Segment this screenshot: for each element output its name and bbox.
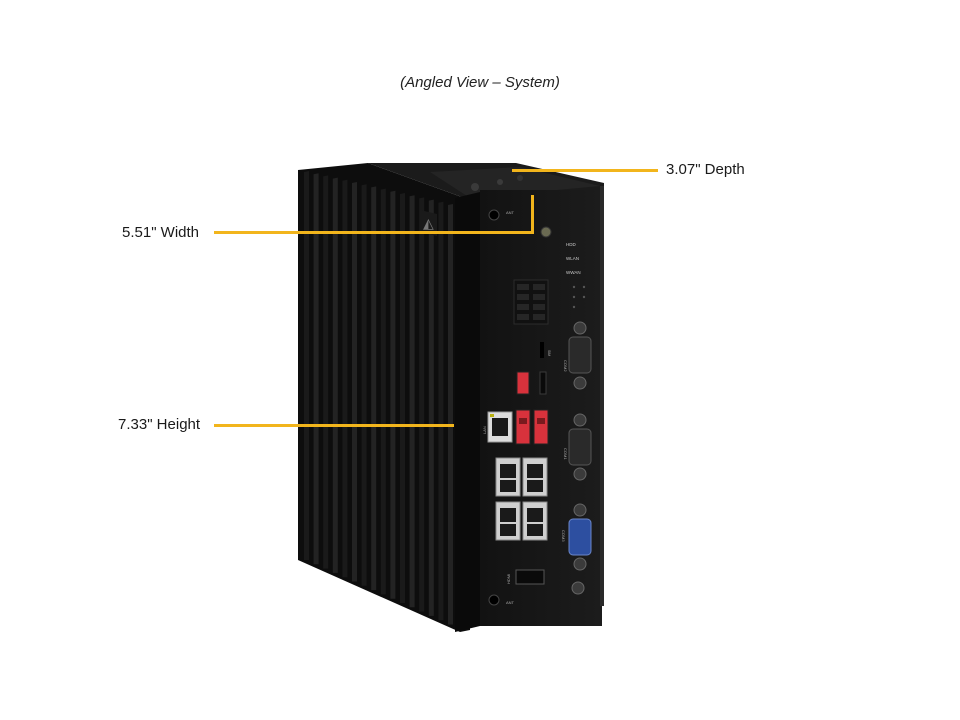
heatsink-fin <box>438 201 444 621</box>
heatsink-fin <box>361 184 367 586</box>
heatsink-fin <box>380 188 386 595</box>
heatsink-fin <box>313 173 319 565</box>
heatsink-fin <box>323 175 329 569</box>
heatsink-fin <box>304 171 309 560</box>
led-label-wwan: WWAN <box>566 270 581 275</box>
heatsink-fin <box>332 177 338 573</box>
led-label-wlan: WLAN <box>566 256 579 261</box>
heatsink-fin <box>409 195 415 608</box>
heatsink-fin <box>342 179 348 578</box>
hdmi-port <box>515 569 545 585</box>
logo-mark: ◭ <box>423 216 434 232</box>
width-leader-tick <box>531 195 534 233</box>
usb-c-port <box>539 371 547 395</box>
com3-port <box>568 518 592 556</box>
heatsink-fin <box>448 204 453 625</box>
ant-bottom-label: ANT <box>506 600 515 605</box>
usb-port-red-3 <box>533 409 549 445</box>
usb-port-red-2 <box>515 409 531 445</box>
ant-top-label: ANT <box>506 210 515 215</box>
depth-label: 3.07" Depth <box>666 161 745 178</box>
lan-label: LAN <box>482 426 487 434</box>
height-leader-line <box>214 424 454 427</box>
usb-port-red-1 <box>516 371 530 395</box>
depth-leader-line <box>512 169 658 172</box>
poe-lan-ports <box>495 457 548 541</box>
heatsink-fin <box>352 182 357 582</box>
width-label: 5.51" Width <box>122 224 200 241</box>
view-caption: (Angled View – System) <box>400 74 560 91</box>
com1-label: COM1 <box>563 448 568 460</box>
antenna-bottom-hole <box>488 594 500 606</box>
led-label-hdd: HDD <box>566 242 576 247</box>
heatsink-side <box>298 163 470 632</box>
width-leader-line <box>214 231 534 234</box>
front-edge <box>455 192 480 632</box>
com3-label: COM3 <box>561 530 566 542</box>
height-label: 7.33" Height <box>118 416 201 433</box>
com2-label: COM2 <box>563 360 568 372</box>
sim-label: SIM <box>547 350 551 356</box>
ground-screw <box>540 226 552 238</box>
hdmi-label: HDMI <box>506 574 511 584</box>
heatsink-fin <box>428 199 434 616</box>
com2-port <box>568 336 592 374</box>
heatsink-fin <box>390 190 396 599</box>
com1-port <box>568 428 592 466</box>
heatsink-fin <box>371 186 377 591</box>
heatsink-fin <box>400 193 405 603</box>
antenna-top-hole <box>488 209 500 221</box>
com2-screw-top <box>573 321 587 335</box>
sim-slot <box>540 342 544 358</box>
heatsink-fin <box>419 197 425 612</box>
